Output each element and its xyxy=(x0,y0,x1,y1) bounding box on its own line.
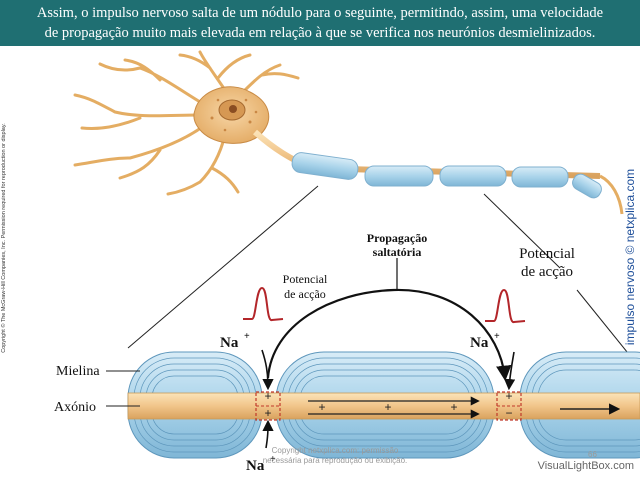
na-label-right: Na xyxy=(470,335,489,351)
saltatory-jump-arrow xyxy=(266,288,512,382)
node-left-charge-top: + xyxy=(264,389,271,403)
side-brand-credit: impulso nervoso © netxplica.com xyxy=(623,168,637,346)
propagation-label-2: saltatória xyxy=(373,245,422,259)
svg-text:+: + xyxy=(244,331,250,342)
axon-core xyxy=(127,392,640,420)
axon-charge-2: + xyxy=(384,400,391,414)
caption-line-1: Assim, o impulso nervoso salta de um nód… xyxy=(36,5,604,21)
neuron-icon xyxy=(73,50,300,196)
potential-label-left-2: de acção xyxy=(284,287,326,301)
propagation-label-1: Propagação xyxy=(367,231,427,245)
caption-banner: Assim, o impulso nervoso salta de um nód… xyxy=(0,0,640,46)
action-potential-icons xyxy=(243,286,526,324)
axon-charge-1: + xyxy=(318,400,325,414)
saltatory-conduction-diagram: + + + + + + − Propagação saltatória Pote… xyxy=(54,50,640,474)
watermark: VisualLightBox.com xyxy=(537,460,634,472)
potential-label-right-2: de acção xyxy=(521,264,573,280)
node-right-charge-bottom: − xyxy=(505,406,512,420)
bottom-copyright-line-1: Copyright netxplica.com: permissão xyxy=(271,446,399,455)
potential-label-left-1: Potencial xyxy=(283,272,328,286)
potential-label-right-1: Potencial xyxy=(519,246,575,262)
page-number: 66 xyxy=(588,450,597,459)
upper-axon xyxy=(252,129,624,215)
svg-text:+: + xyxy=(270,454,276,465)
zoomed-axon: + + + + + + − xyxy=(127,351,640,459)
caption-line-2: de propagação muito mais elevada em rela… xyxy=(44,25,596,41)
na-label-bottom: Na xyxy=(246,458,265,474)
bottom-copyright-line-2: necessária para reprodução ou exibição. xyxy=(262,456,408,465)
node-right-charge-top: + xyxy=(505,389,512,403)
myelin-label: Mielina xyxy=(56,364,100,379)
bottom-copyright-notice: Copyright netxplica.com: permissão neces… xyxy=(230,446,440,466)
svg-text:+: + xyxy=(494,331,500,342)
sodium-flow-arrows xyxy=(261,349,516,449)
axon-charge-3: + xyxy=(450,400,457,414)
axon-label: Axónio xyxy=(54,400,96,415)
na-label-left: Na xyxy=(220,335,239,351)
node-left-charge-bottom: + xyxy=(264,406,271,420)
side-copyright-notice: Copyright © The McGraw-Hill Companies, I… xyxy=(1,123,7,353)
